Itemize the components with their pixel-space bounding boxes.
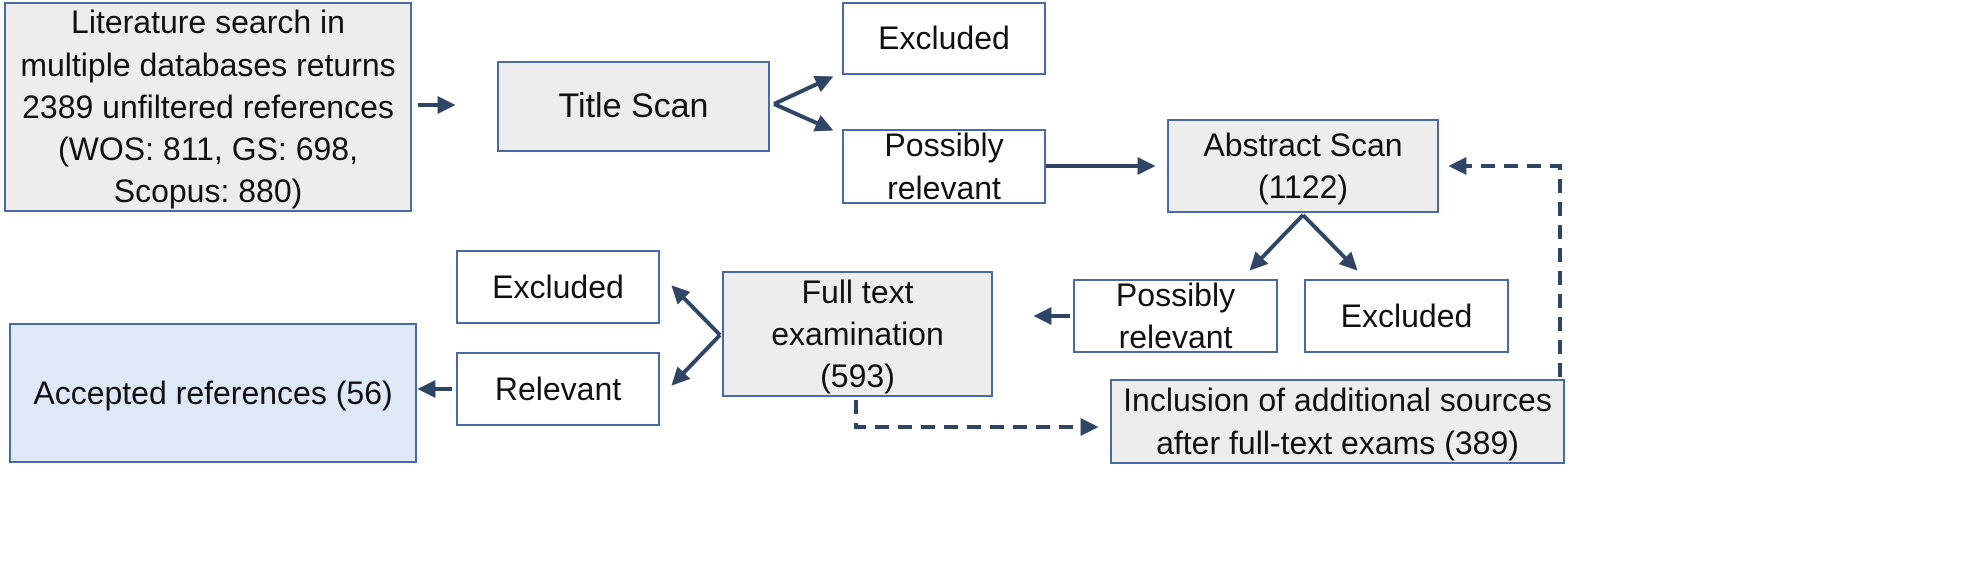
- arrow-full-text-to-relevant: [671, 333, 722, 386]
- excluded-full-text-text: Excluded: [492, 268, 624, 305]
- possibly-relevant-abstract-box: Possibly relevant: [1073, 277, 1278, 355]
- excluded-title-box: Excluded: [842, 2, 1046, 75]
- possibly-relevant-abstract-text: Possibly relevant: [1115, 276, 1236, 355]
- excluded-abstract-box: Excluded: [1304, 279, 1509, 353]
- relevant-text: Relevant: [494, 370, 622, 407]
- additional-sources-text: Inclusion of additional sources after fu…: [1123, 382, 1552, 461]
- possibly-relevant-title-box: Possibly relevant: [842, 127, 1046, 206]
- full-text-examination-box: Full text examination (593): [722, 271, 993, 397]
- possibly-relevant-title-text: Possibly relevant: [884, 127, 1004, 206]
- relevant-box: Relevant: [456, 352, 660, 426]
- arrow-title-to-possibly-relevant: [773, 102, 834, 132]
- dashed-arrow-additional-to-abstract: [1448, 157, 1562, 377]
- arrow-abstract-to-possibly-relevant: [1249, 213, 1305, 271]
- arrow-title-to-excluded: [773, 75, 834, 106]
- title-scan-box: Title Scan: [497, 61, 770, 152]
- arrow-abstract-to-excluded: [1301, 213, 1358, 271]
- full-text-examination-text: Full text examination (593): [771, 273, 944, 395]
- title-scan-text: Title Scan: [558, 87, 709, 126]
- abstract-scan-box: Abstract Scan (1122): [1167, 119, 1439, 213]
- arrow-full-text-to-excluded: [671, 285, 722, 337]
- literature-search-text: Literature search in multiple databases …: [20, 4, 396, 210]
- literature-search-box: Literature search in multiple databases …: [4, 2, 412, 212]
- excluded-full-text-box: Excluded: [456, 250, 660, 324]
- additional-sources-box: Inclusion of additional sources after fu…: [1110, 379, 1565, 464]
- excluded-title-text: Excluded: [878, 20, 1010, 57]
- dashed-arrow-full-text-to-additional: [854, 400, 1099, 436]
- accepted-references-text: Accepted references (56): [33, 374, 393, 411]
- excluded-abstract-text: Excluded: [1340, 297, 1473, 334]
- accepted-references-box: Accepted references (56): [9, 323, 417, 463]
- abstract-scan-text: Abstract Scan (1122): [1203, 126, 1403, 205]
